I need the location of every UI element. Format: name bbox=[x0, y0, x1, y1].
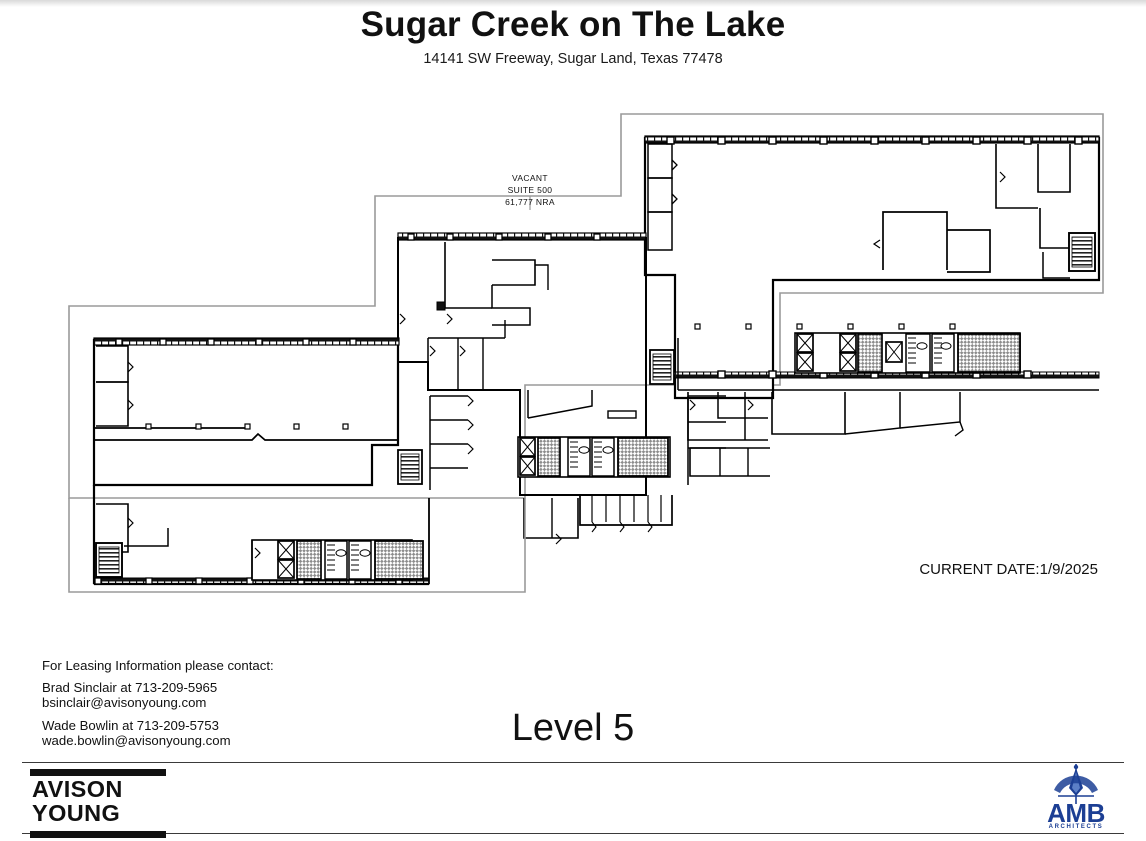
right-wing-south-rooms bbox=[687, 392, 964, 441]
contact-2: Wade Bowlin at 713-209-5753 wade.bowlin@… bbox=[42, 717, 274, 748]
building-core-right bbox=[794, 332, 1021, 374]
restrooms-left bbox=[324, 540, 372, 580]
stair-right-wing-east bbox=[1068, 232, 1096, 272]
avison-young-logo: AVISON YOUNG bbox=[30, 769, 166, 838]
page-header: Sugar Creek on The Lake 14141 SW Freeway… bbox=[0, 4, 1146, 67]
column-markers-center-north bbox=[407, 233, 601, 241]
footer-divider-top bbox=[22, 762, 1124, 763]
building-core-center bbox=[517, 436, 671, 478]
service-room-left bbox=[374, 540, 424, 580]
amb-tagline: ARCHITECTS bbox=[1048, 824, 1104, 830]
suite-number: SUITE 500 bbox=[507, 185, 553, 196]
elevator-bank-right-b bbox=[839, 333, 857, 372]
avison-young-line-2: YOUNG bbox=[32, 799, 121, 826]
amb-architects-logo: AMB ARCHITECTS bbox=[1028, 762, 1124, 834]
floor-plan-svg bbox=[68, 113, 1104, 593]
leasing-info-block: For Leasing Information please contact: … bbox=[42, 659, 274, 749]
contact-1-name-phone: Brad Sinclair at 713-209-5965 bbox=[42, 680, 218, 696]
center-mid-rooms bbox=[427, 320, 506, 390]
suite-area: 61,777 NRA bbox=[505, 197, 555, 208]
mechanical-shaft-center bbox=[537, 437, 561, 477]
avison-young-line-1: AVISON bbox=[32, 776, 123, 802]
center-left-office-stack bbox=[429, 395, 474, 490]
amb-wordmark: AMB bbox=[1047, 798, 1105, 828]
contact-2-email[interactable]: wade.bowlin@avisonyoung.com bbox=[42, 732, 231, 748]
center-connector bbox=[397, 232, 726, 545]
page-title: Sugar Creek on The Lake bbox=[360, 5, 786, 44]
suite-callout-label: VACANT SUITE 500 61,777 NRA bbox=[470, 172, 590, 208]
column-markers-right-north bbox=[666, 136, 1083, 145]
restrooms-center bbox=[567, 437, 615, 477]
column-markers-right-south bbox=[717, 370, 1032, 379]
page-subtitle-address: 14141 SW Freeway, Sugar Land, Texas 7747… bbox=[423, 51, 723, 68]
restrooms-right bbox=[905, 333, 955, 373]
contact-2-name-phone: Wade Bowlin at 713-209-5753 bbox=[42, 717, 219, 733]
amb-compass-icon bbox=[1054, 764, 1098, 804]
interior-columns-right bbox=[694, 323, 956, 330]
column-markers-left-north bbox=[115, 338, 357, 346]
elevator-bank-left bbox=[277, 540, 295, 579]
suite-status: VACANT bbox=[512, 173, 548, 183]
center-lower-rooms bbox=[523, 498, 579, 545]
stair-right-wing-west bbox=[649, 349, 675, 385]
service-room-center bbox=[617, 437, 669, 477]
right-wing-south-rooms-2 bbox=[689, 447, 770, 477]
elevator-bank-center bbox=[519, 437, 536, 476]
avison-young-bar-bottom bbox=[30, 830, 166, 838]
current-date-label: CURRENT DATE:1/9/2025 bbox=[919, 561, 1098, 578]
right-wing-west-offices bbox=[647, 143, 678, 251]
elevator-bank-right-a bbox=[796, 333, 814, 372]
footer-divider-bottom bbox=[22, 833, 1124, 834]
floor-plan-drawing bbox=[0, 100, 1146, 620]
avison-young-bar-top bbox=[30, 769, 166, 776]
stair-left-wing bbox=[95, 542, 123, 578]
building-core-left bbox=[251, 539, 424, 581]
center-north-rooms bbox=[399, 242, 549, 326]
monumental-stair-center bbox=[579, 495, 673, 533]
right-wing bbox=[643, 135, 1101, 477]
page-top-shading bbox=[0, 0, 1146, 7]
mechanical-shaft-left bbox=[296, 540, 322, 580]
contact-1: Brad Sinclair at 713-209-5965 bsinclair@… bbox=[42, 680, 274, 711]
center-right-office-stack bbox=[687, 395, 726, 485]
level-label: Level 5 bbox=[511, 707, 635, 749]
mechanical-shaft-right bbox=[857, 333, 883, 373]
right-wing-northeast-offices bbox=[872, 144, 1092, 279]
left-wing bbox=[68, 337, 526, 593]
leasing-intro: For Leasing Information please contact: bbox=[42, 658, 274, 673]
contact-1-email[interactable]: bsinclair@avisonyoung.com bbox=[42, 695, 207, 711]
stair-center bbox=[397, 449, 423, 485]
avison-young-wordmark: AVISON YOUNG bbox=[30, 776, 166, 828]
service-room-right bbox=[957, 333, 1021, 373]
